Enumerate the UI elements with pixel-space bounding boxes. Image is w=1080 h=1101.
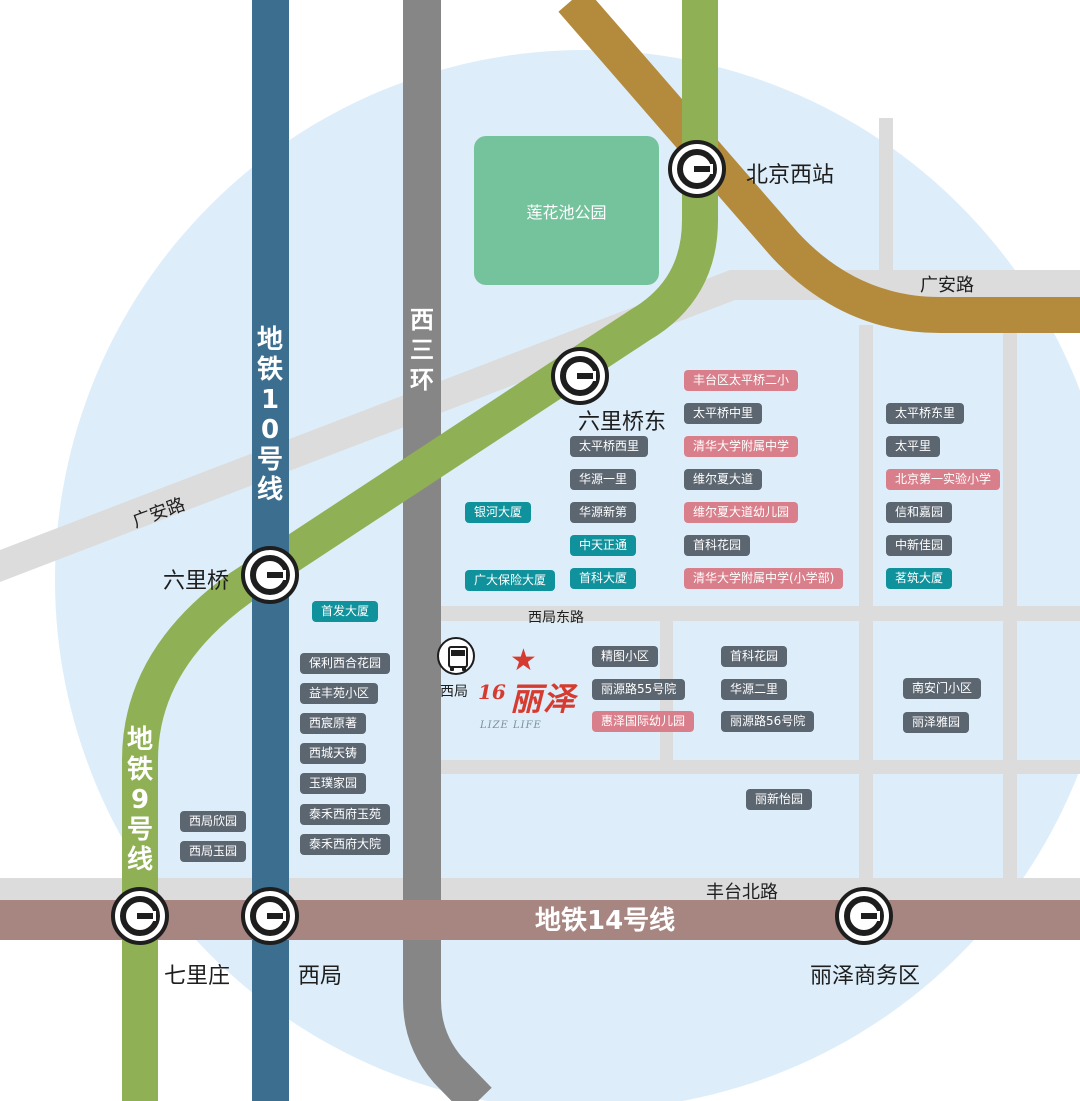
poi-tag: 太平里	[886, 436, 941, 457]
road-label-xijudonglu: 西局东路	[528, 610, 584, 626]
poi-tag: 西城天铸	[300, 743, 367, 764]
poi-tag: 华源新第	[570, 502, 637, 523]
subway-station-icon	[551, 347, 609, 405]
line10-label: 地铁10号线	[256, 325, 283, 505]
station-label-lizeshangwuqu: 丽泽商务区	[810, 964, 921, 989]
poi-tag: 保利西合花园	[300, 653, 391, 674]
project-number: 16	[478, 680, 506, 704]
station-label-qilizhuang: 七里庄	[164, 964, 231, 989]
bus-stop-label: 西局	[440, 684, 468, 700]
poi-tag: 首发大厦	[312, 601, 379, 622]
project-logo: ★ 16 丽泽 LIZE LIFE	[474, 646, 594, 740]
metro-line-14	[0, 900, 1080, 940]
bus-icon	[437, 637, 475, 675]
poi-tag: 泰禾西府玉苑	[300, 804, 391, 825]
station-label-xiju: 西局	[298, 964, 343, 989]
ring-label: 西三环	[410, 306, 434, 394]
poi-tag: 信和嘉园	[886, 502, 953, 523]
road-v-866	[859, 325, 873, 885]
subway-station-icon	[241, 546, 299, 604]
road-v-885	[879, 118, 893, 278]
subway-station-icon	[835, 887, 893, 945]
poi-tag: 维尔夏大道幼儿园	[684, 502, 799, 523]
fengtaibeilu-road	[0, 878, 1080, 900]
poi-tag: 北京第一实验小学	[886, 469, 1001, 490]
poi-tag: 丽新怡园	[746, 789, 813, 810]
station-label-liuliqiaodong: 六里桥东	[578, 410, 667, 435]
road-v-1010	[1003, 325, 1017, 885]
poi-tag: 首科花园	[684, 535, 751, 556]
rail-line-beijingxi	[558, 0, 1080, 333]
poi-tag: 首科花园	[721, 646, 788, 667]
line9-label: 地铁9号线	[126, 725, 153, 875]
park-lianhuachi: 莲花池公园	[474, 136, 659, 285]
west-third-ring	[403, 0, 492, 1101]
poi-tag: 南安门小区	[903, 678, 982, 699]
poi-tag: 太平桥东里	[886, 403, 965, 424]
project-english: LIZE LIFE	[480, 720, 542, 731]
poi-tag: 精图小区	[592, 646, 659, 667]
station-label-liuliqiao: 六里桥	[163, 569, 230, 594]
poi-tag: 太平桥西里	[570, 436, 649, 457]
star-icon: ★	[510, 643, 537, 678]
station-icons	[111, 140, 893, 945]
poi-tag: 西宸原著	[300, 713, 367, 734]
subway-station-icon	[241, 887, 299, 945]
road-label-guanganlu-east: 广安路	[920, 275, 974, 296]
poi-tag: 丽源路55号院	[592, 679, 686, 700]
poi-tag: 太平桥中里	[684, 403, 763, 424]
poi-tag: 华源一里	[570, 469, 637, 490]
poi-tag: 茗筑大厦	[886, 568, 953, 589]
project-name: 丽泽	[510, 680, 577, 718]
subway-station-icon	[111, 887, 169, 945]
poi-tag: 泰禾西府大院	[300, 834, 391, 855]
poi-tag: 西局玉园	[180, 841, 247, 862]
xijudonglu-road	[440, 606, 1080, 621]
poi-tag: 惠泽国际幼儿园	[592, 711, 695, 732]
station-label-beijingxizhan: 北京西站	[746, 163, 835, 188]
poi-tag: 玉璞家园	[300, 773, 367, 794]
poi-tag: 中新佳园	[886, 535, 953, 556]
line14-label: 地铁14号线	[535, 906, 676, 936]
poi-tag: 维尔夏大道	[684, 469, 763, 490]
poi-tag: 清华大学附属中学	[684, 436, 799, 457]
subway-station-icon	[668, 140, 726, 198]
poi-tag: 中天正通	[570, 535, 637, 556]
poi-tag: 丰台区太平桥二小	[684, 370, 799, 391]
metro-line-9	[122, 0, 718, 1101]
poi-tag: 清华大学附属中学(小学部)	[684, 568, 844, 589]
poi-tag: 华源二里	[721, 679, 788, 700]
road-label-fengtaibeilu: 丰台北路	[706, 882, 778, 903]
poi-tag: 银河大厦	[465, 502, 532, 523]
road-h-768	[440, 760, 1080, 774]
poi-tag: 广大保险大厦	[465, 570, 556, 591]
poi-tag: 丽泽雅园	[903, 712, 970, 733]
poi-tag: 西局欣园	[180, 811, 247, 832]
poi-tag: 益丰苑小区	[300, 683, 379, 704]
poi-tag: 丽源路56号院	[721, 711, 815, 732]
poi-tag: 首科大厦	[570, 568, 637, 589]
